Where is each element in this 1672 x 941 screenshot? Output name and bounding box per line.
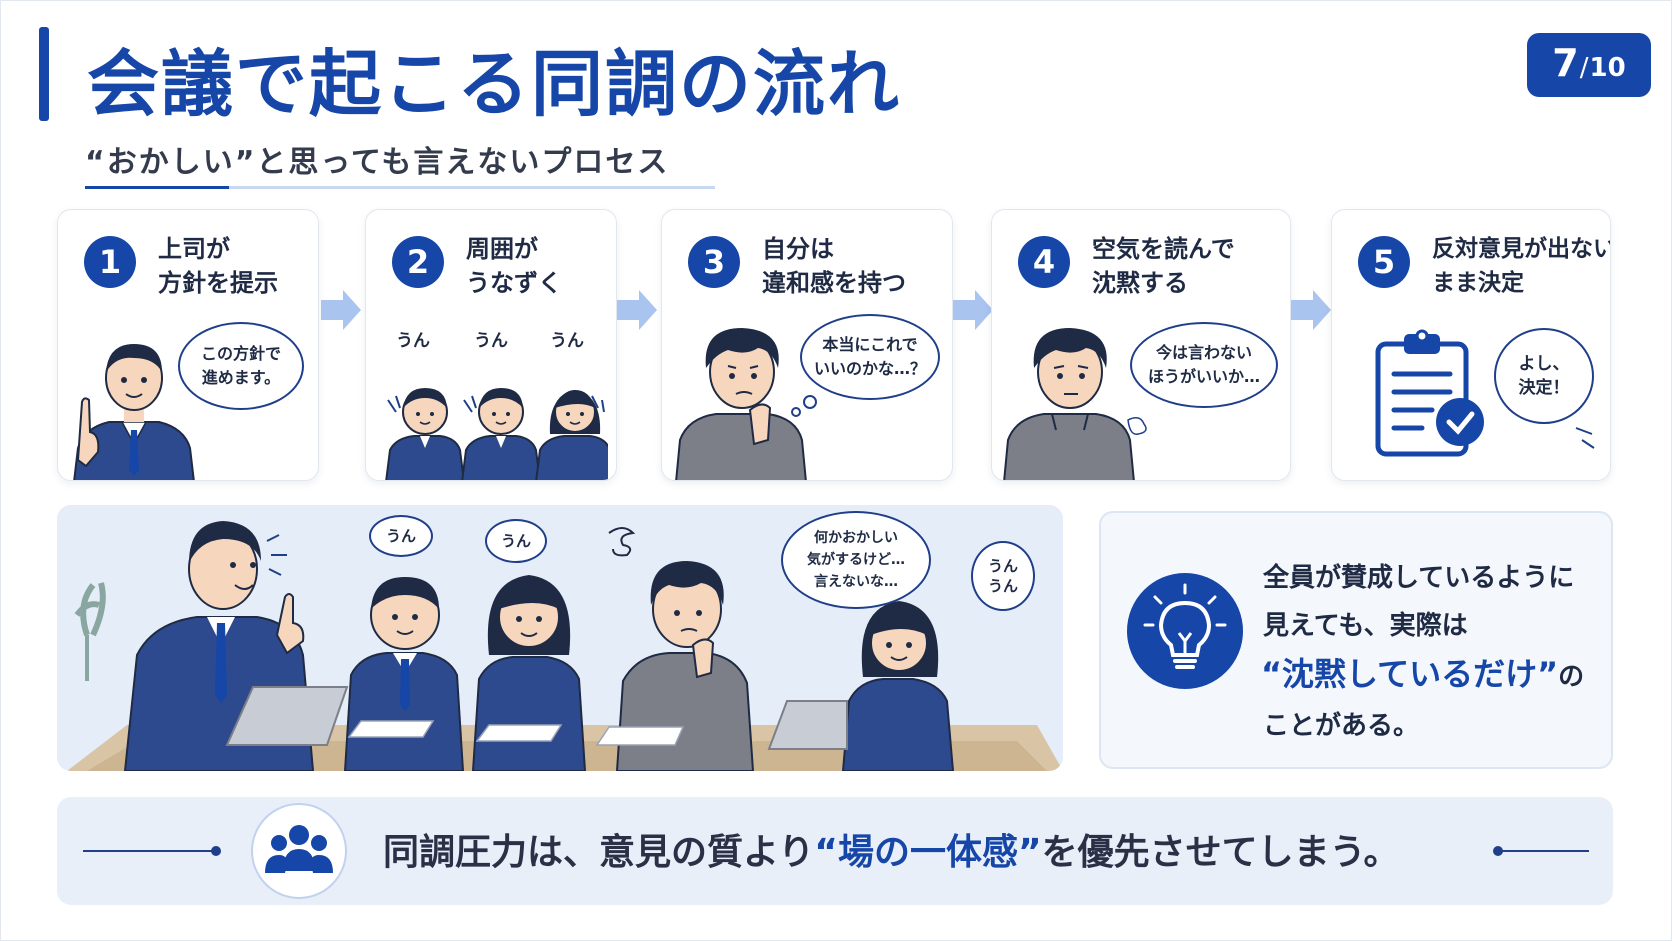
insight-line-2: 見えても、実際は: [1263, 611, 1468, 641]
takeaway-message: 同調圧力は、意見の質より“場の一体感”を優先させてしまう。: [383, 823, 1399, 875]
step-title: 反対意見が出ない まま決定: [1432, 232, 1611, 300]
emphasis-lines-icon: [1575, 427, 1595, 449]
step-number: 4: [1018, 236, 1070, 288]
meeting-scene-illustration: うん うん 何かおかしい 気がするけど… 言えないな… うん うん: [57, 505, 1063, 771]
speech-bubble: うん: [485, 519, 547, 563]
page-current: 7: [1552, 41, 1579, 85]
takeaway-highlight: “場の一体感”: [814, 832, 1042, 873]
worried-person-icon: [675, 328, 807, 480]
step-number: 2: [392, 236, 444, 288]
insight-highlight-text: “沈黙しているだけ”: [1261, 655, 1559, 693]
thought-dots-icon: [791, 395, 817, 417]
step-title-line1: 空気を読んで: [1092, 235, 1235, 263]
nod-label: うん: [550, 331, 584, 351]
nod-label: うん: [474, 331, 508, 351]
thought-bubble: 本当にこれで いいのかな…？: [800, 314, 940, 400]
arrow-right-icon: [321, 290, 361, 330]
page-title: 会議で起こる同調の流れ: [87, 42, 902, 126]
nod-label: うん: [396, 331, 430, 351]
speech-bubble: うん うん: [971, 541, 1035, 611]
step-title-line2: まま決定: [1432, 270, 1524, 296]
arrow-right-icon: [1291, 290, 1331, 330]
divider-dot: [211, 846, 221, 856]
step-number: 1: [84, 236, 136, 288]
lightbulb-badge: [1127, 573, 1243, 689]
speech-bubble: この方針で 進めます。: [178, 322, 304, 410]
takeaway-suffix: を優先させてしまう。: [1041, 832, 1400, 873]
divider-dot: [1493, 846, 1503, 856]
page-number-badge: 7 / 10: [1527, 33, 1651, 97]
page-subtitle: “おかしい”と思っても言えないプロセス: [85, 145, 670, 180]
step-title: 自分は 違和感を持つ: [762, 232, 906, 300]
step-card-1: 1 上司が 方針を提示 この方針で 進めます。: [57, 209, 319, 481]
title-accent-bar: [39, 27, 49, 121]
insight-box: 全員が賛成しているように 見えても、実際は “沈黙しているだけ”の ことがある。: [1099, 511, 1613, 769]
thought-bubble: 何かおかしい 気がするけど… 言えないな…: [781, 511, 931, 609]
page-separator: /: [1579, 53, 1589, 83]
arrow-right-icon: [617, 290, 657, 330]
subtitle-underline: [85, 186, 715, 189]
step-card-5: 5 反対意見が出ない まま決定 よし、 決定！: [1331, 209, 1611, 481]
step-title-line2: 方針を提示: [158, 269, 278, 297]
divider-line: [1499, 850, 1589, 852]
step-number: 5: [1358, 236, 1410, 288]
step-title: 空気を読んで 沈黙する: [1092, 232, 1235, 300]
insight-highlight: “沈黙しているだけ”の: [1261, 649, 1584, 695]
speech-bubble: うん: [369, 515, 433, 557]
takeaway-banner: 同調圧力は、意見の質より“場の一体感”を優先させてしまう。: [57, 797, 1613, 905]
page-total: 10: [1589, 53, 1626, 83]
takeaway-prefix: 同調圧力は、意見の質より: [383, 832, 815, 873]
speech-bubble: よし、 決定！: [1494, 328, 1594, 424]
step-card-2: 2 周囲が うなずく うん うん うん: [365, 209, 617, 481]
step-title-line2: 沈黙する: [1092, 269, 1188, 297]
insight-line-1: 全員が賛成しているように: [1263, 563, 1575, 593]
insight-highlight-suffix: の: [1558, 662, 1585, 692]
lightbulb-icon: [1143, 583, 1227, 669]
step-card-3: 3 自分は 違和感を持つ 本当にこれで いいのかな…？: [661, 209, 953, 481]
group-people-icon: [265, 825, 333, 873]
step-title-line1: 反対意見が出ない: [1432, 236, 1611, 262]
boss-pointing-icon: [73, 344, 195, 480]
step-title-line2: 違和感を持つ: [762, 269, 906, 297]
clipboard-check-icon: [1375, 329, 1484, 457]
step-title-line1: 周囲が: [466, 235, 538, 263]
step-title-line2: うなずく: [466, 269, 562, 297]
divider-line: [83, 850, 213, 852]
step-number: 3: [688, 236, 740, 288]
thought-bubble: 今は言わない ほうがいいか…: [1130, 322, 1278, 408]
step-title-line1: 上司が: [158, 235, 230, 263]
step-title: 上司が 方針を提示: [158, 232, 278, 300]
group-badge: [251, 803, 347, 899]
nodding-coworkers-icon: [385, 388, 608, 480]
step-title: 周囲が うなずく: [466, 232, 562, 300]
step-card-4: 4 空気を読んで 沈黙する 今は言わない ほうがいいか…: [991, 209, 1291, 481]
arrow-right-icon: [953, 290, 993, 330]
step-title-line1: 自分は: [762, 235, 834, 263]
insight-line-4: ことがある。: [1263, 711, 1420, 741]
silent-person-icon: [1003, 328, 1147, 480]
